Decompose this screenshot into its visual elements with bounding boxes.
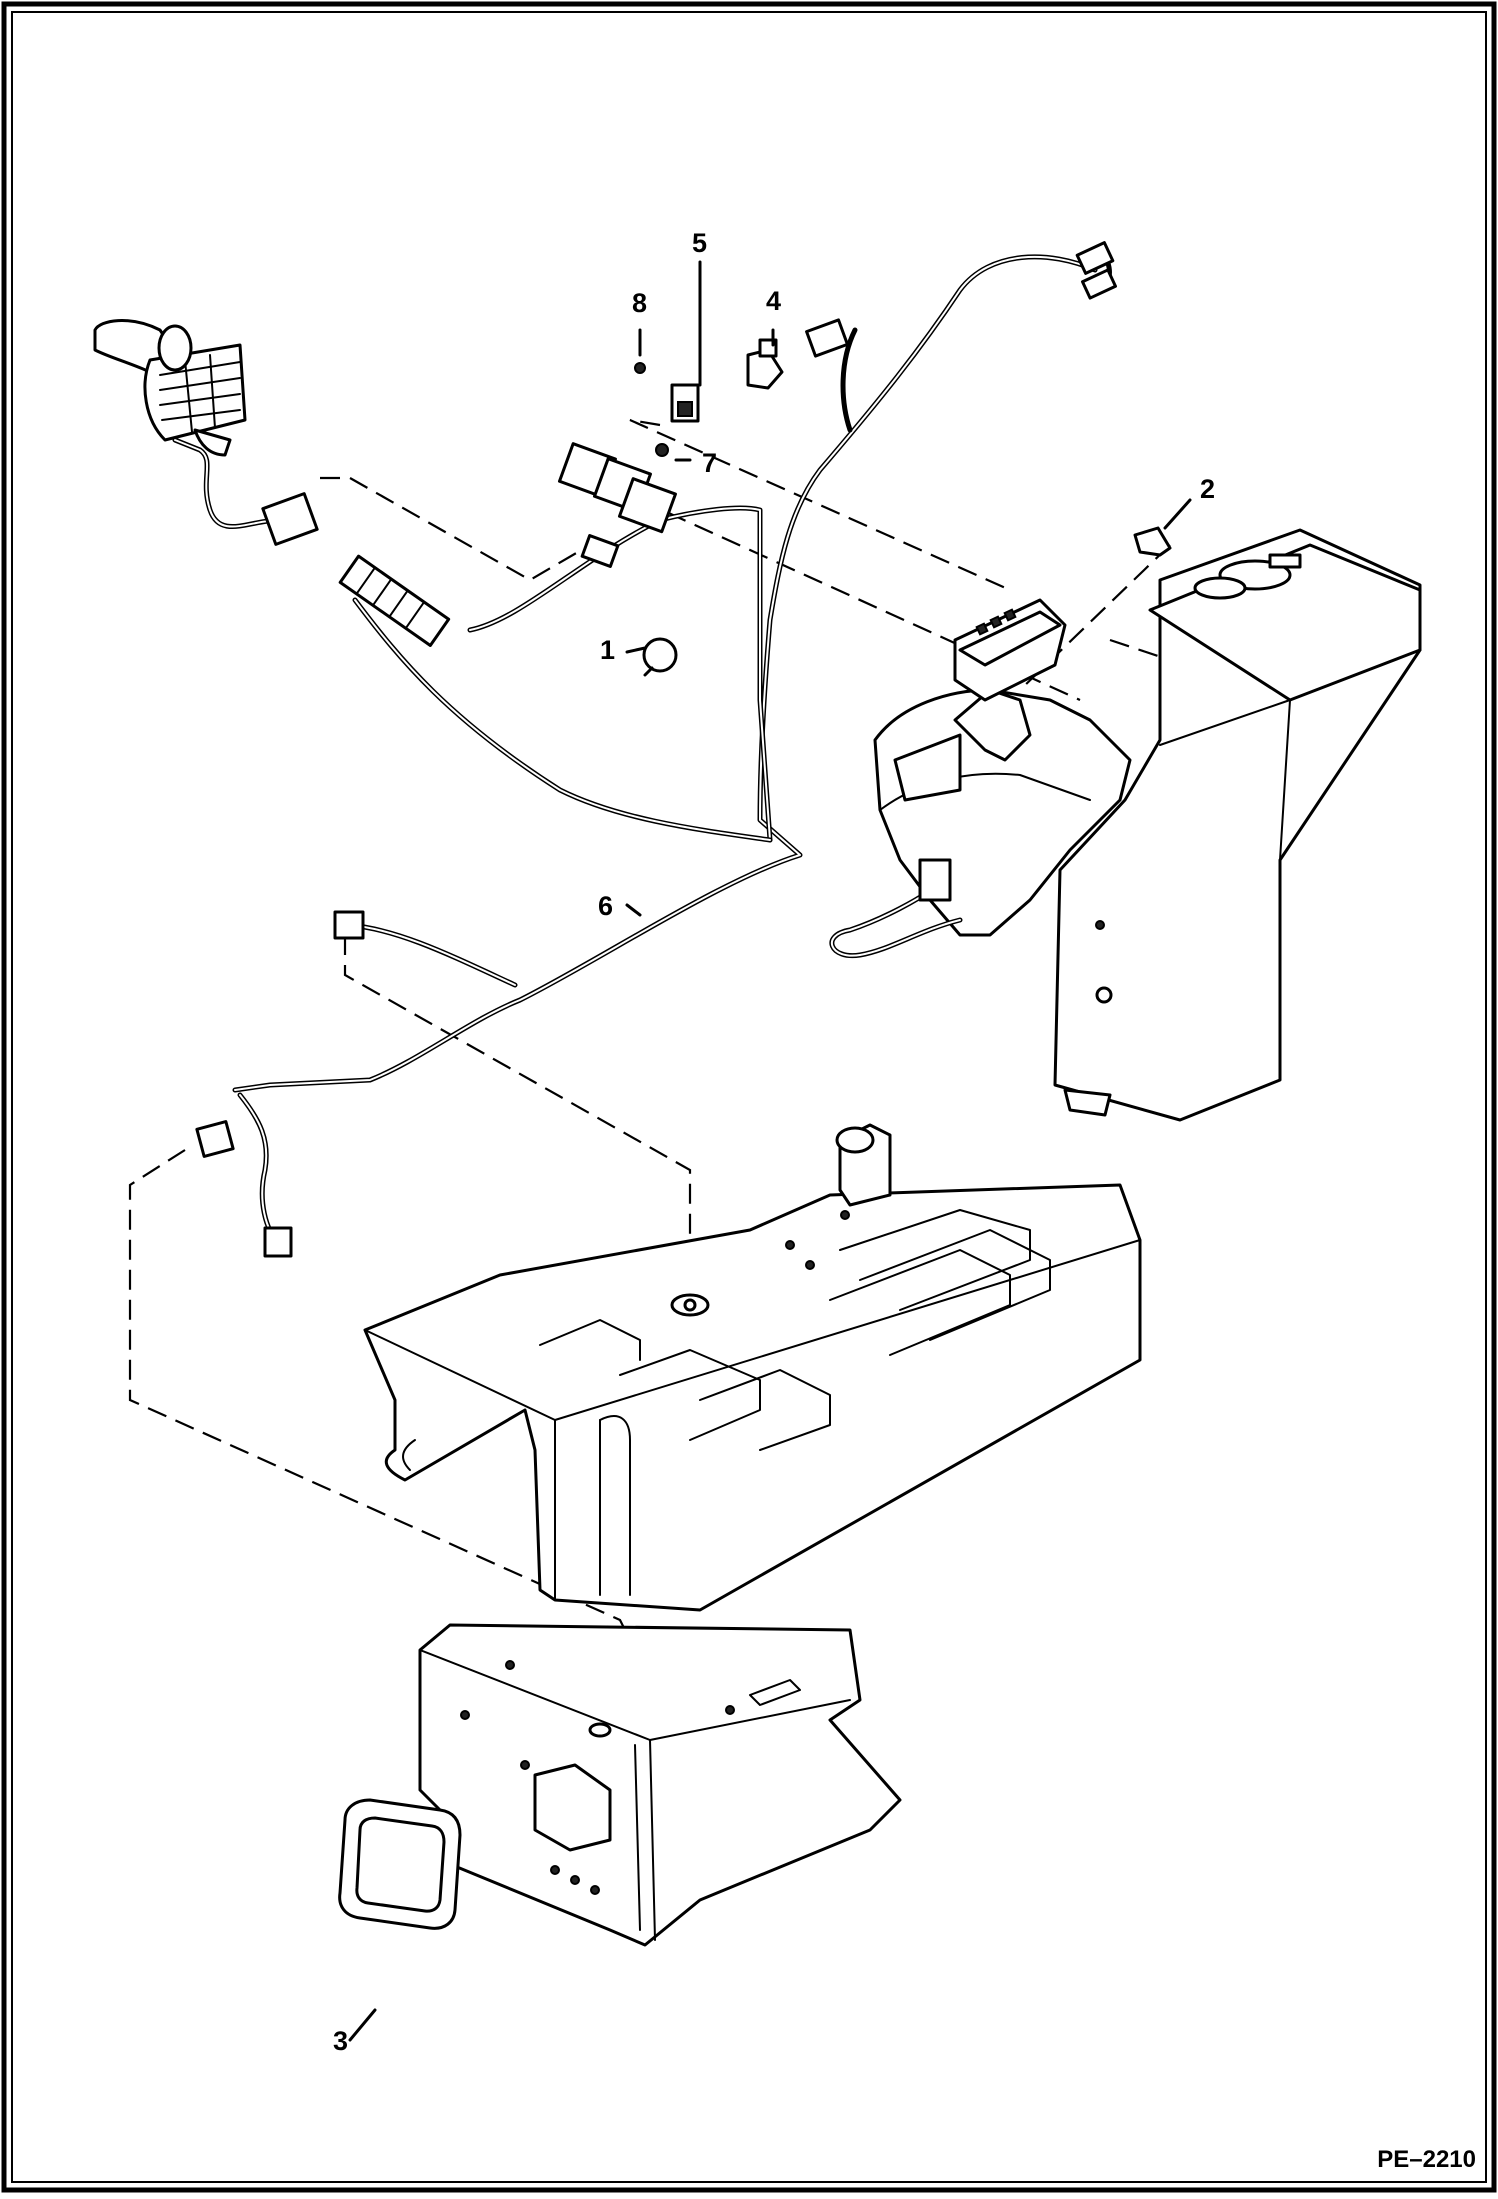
auxiliary-connector	[93, 319, 247, 457]
grommet	[338, 1798, 462, 1930]
item-2-clip	[1133, 526, 1172, 557]
callout-4: 4	[766, 286, 782, 316]
console-frame-mount	[418, 1623, 902, 1947]
fuel-tank	[363, 1123, 1142, 1612]
item-1-tie	[642, 637, 678, 673]
callout-1: 1	[600, 635, 616, 665]
wiring-harness	[172, 241, 1117, 1258]
callout-5: 5	[692, 228, 708, 258]
callout-8: 8	[632, 288, 648, 318]
callout-6: 6	[598, 891, 614, 921]
item-8-screw	[634, 362, 646, 374]
figure-code: PE–2210	[1377, 2146, 1476, 2173]
callout-3: 3	[333, 2026, 349, 2056]
leader-lines	[348, 260, 1192, 2042]
callout-7: 7	[702, 448, 718, 478]
operator-console	[829, 528, 1422, 1122]
item-7-nut	[655, 443, 669, 457]
callout-2: 2	[1200, 474, 1216, 504]
switch-hardware	[634, 338, 1172, 677]
